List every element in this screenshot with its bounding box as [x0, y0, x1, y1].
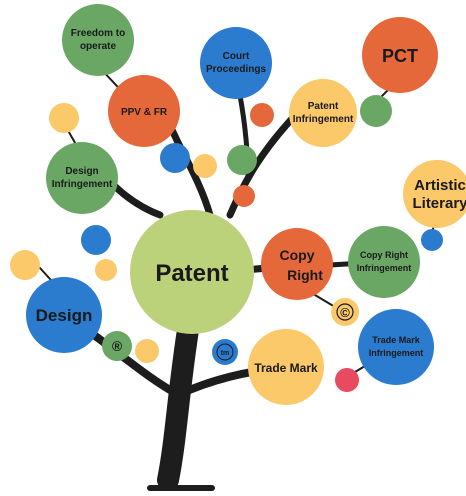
dot-orange: [250, 103, 274, 127]
copyright-symbol-circle: [331, 298, 359, 326]
trademark-symbol-label: tm: [221, 350, 230, 357]
design-label: Design: [36, 306, 93, 325]
court-circle: [200, 27, 272, 99]
registered-symbol-circle: [102, 331, 132, 361]
dot-blue: [421, 229, 443, 251]
node-court-proceedings: Court Proceedings: [200, 27, 272, 99]
svg-text:Right: Right: [287, 267, 323, 283]
svg-text:Copy Right: Copy Right: [360, 250, 408, 260]
design-inf-label-line1: Design: [65, 166, 98, 177]
trade-mark-label: Trade Mark: [254, 361, 318, 375]
svg-text:Artistic: Artistic: [414, 177, 466, 194]
svg-text:Copy: Copy: [280, 247, 315, 263]
copyright-symbol-ring: [336, 303, 354, 321]
patent-label: Patent: [155, 260, 228, 287]
node-copy-right-infringement: Copy Right Infringement: [348, 226, 420, 298]
court-label-line2: Proceedings: [206, 64, 266, 75]
svg-text:Design: Design: [65, 166, 98, 177]
dot-red: [335, 368, 359, 392]
svg-text:Court: Court: [223, 51, 250, 62]
pct-circle: [362, 17, 438, 93]
node-ppv-fr: PPV & FR: [108, 75, 180, 147]
copyright-symbol-label: ©: [340, 305, 350, 320]
design-circle: [26, 277, 102, 353]
copy-right-circle: [261, 228, 333, 300]
svg-text:Proceedings: Proceedings: [206, 64, 266, 75]
patent-inf-label-line1: Patent: [308, 101, 339, 112]
svg-text:Patent: Patent: [308, 101, 339, 112]
freedom-circle: [62, 4, 134, 76]
dot-orange: [233, 185, 255, 207]
dot-yellow: [135, 339, 159, 363]
freedom-label-line1: Freedom to: [71, 28, 125, 39]
trade-mark-inf-label-line1: Trade Mark: [372, 335, 421, 345]
dot-yellow: [49, 103, 79, 133]
artistic-label-line1: Artistic: [414, 177, 466, 194]
dot-blue: [160, 143, 190, 173]
trademark-symbol-ring: [216, 343, 234, 361]
node-patent: Patent: [130, 210, 254, 334]
node-pct: PCT: [362, 17, 438, 93]
design-inf-circle: [46, 142, 118, 214]
node-artistic-literary: Artistic Literary: [403, 160, 466, 228]
copy-right-inf-label-line1: Copy Right: [360, 250, 408, 260]
registered-symbol-label: ®: [112, 338, 123, 354]
svg-text:Trade Mark: Trade Mark: [372, 335, 421, 345]
node-freedom-to-operate: Freedom to operate: [62, 4, 134, 76]
dot-yellow: [95, 259, 117, 281]
trade-mark-inf-circle: [358, 309, 434, 385]
dot-green: [360, 95, 392, 127]
svg-text:operate: operate: [80, 41, 117, 52]
node-trade-mark-infringement: Trade Mark Infringement: [358, 309, 434, 385]
copy-right-label-line1: Copy: [280, 247, 315, 263]
svg-text:Infringement: Infringement: [357, 263, 412, 273]
copy-right-label-line2: Right: [287, 267, 323, 283]
node-design: Design: [26, 277, 102, 353]
trademark-symbol-circle: [212, 339, 238, 365]
svg-text:Freedom to: Freedom to: [71, 28, 125, 39]
ppv-label: PPV & FR: [121, 107, 168, 118]
copy-right-inf-label-line2: Infringement: [357, 263, 412, 273]
node-design-infringement: Design Infringement: [46, 142, 118, 214]
branch-upper-right: [226, 106, 304, 219]
node-copy-right: Copy Right: [261, 228, 333, 300]
artistic-circle: [403, 160, 466, 228]
svg-text:Infringement: Infringement: [369, 348, 424, 358]
node-trade-mark: Trade Mark: [248, 329, 324, 405]
node-patent-infringement: Patent Infringement: [289, 79, 357, 147]
court-label-line1: Court: [223, 51, 250, 62]
artistic-label-line2: Literary: [412, 195, 466, 212]
freedom-label-line2: operate: [80, 41, 117, 52]
node-trademark-symbol: tm: [212, 339, 238, 365]
svg-text:Infringement: Infringement: [52, 179, 113, 190]
decorative-dots: [10, 95, 443, 392]
copy-right-inf-circle: [348, 226, 420, 298]
patent-circle: [130, 210, 254, 334]
pct-label: PCT: [382, 46, 418, 66]
trade-mark-inf-label-line2: Infringement: [369, 348, 424, 358]
dot-yellow: [193, 154, 217, 178]
trunk: [157, 319, 199, 491]
ppv-circle: [108, 75, 180, 147]
trade-mark-circle: [248, 329, 324, 405]
svg-text:Literary: Literary: [412, 195, 466, 212]
patent-inf-label-line2: Infringement: [293, 114, 354, 125]
patent-inf-circle: [289, 79, 357, 147]
dot-yellow: [10, 250, 40, 280]
dot-green: [227, 145, 257, 175]
branch-upper-left-2: [166, 121, 214, 219]
node-copyright-symbol: ©: [331, 298, 359, 326]
dot-blue: [81, 225, 111, 255]
svg-text:Infringement: Infringement: [293, 114, 354, 125]
node-registered-symbol: ®: [102, 331, 132, 361]
design-inf-label-line2: Infringement: [52, 179, 113, 190]
